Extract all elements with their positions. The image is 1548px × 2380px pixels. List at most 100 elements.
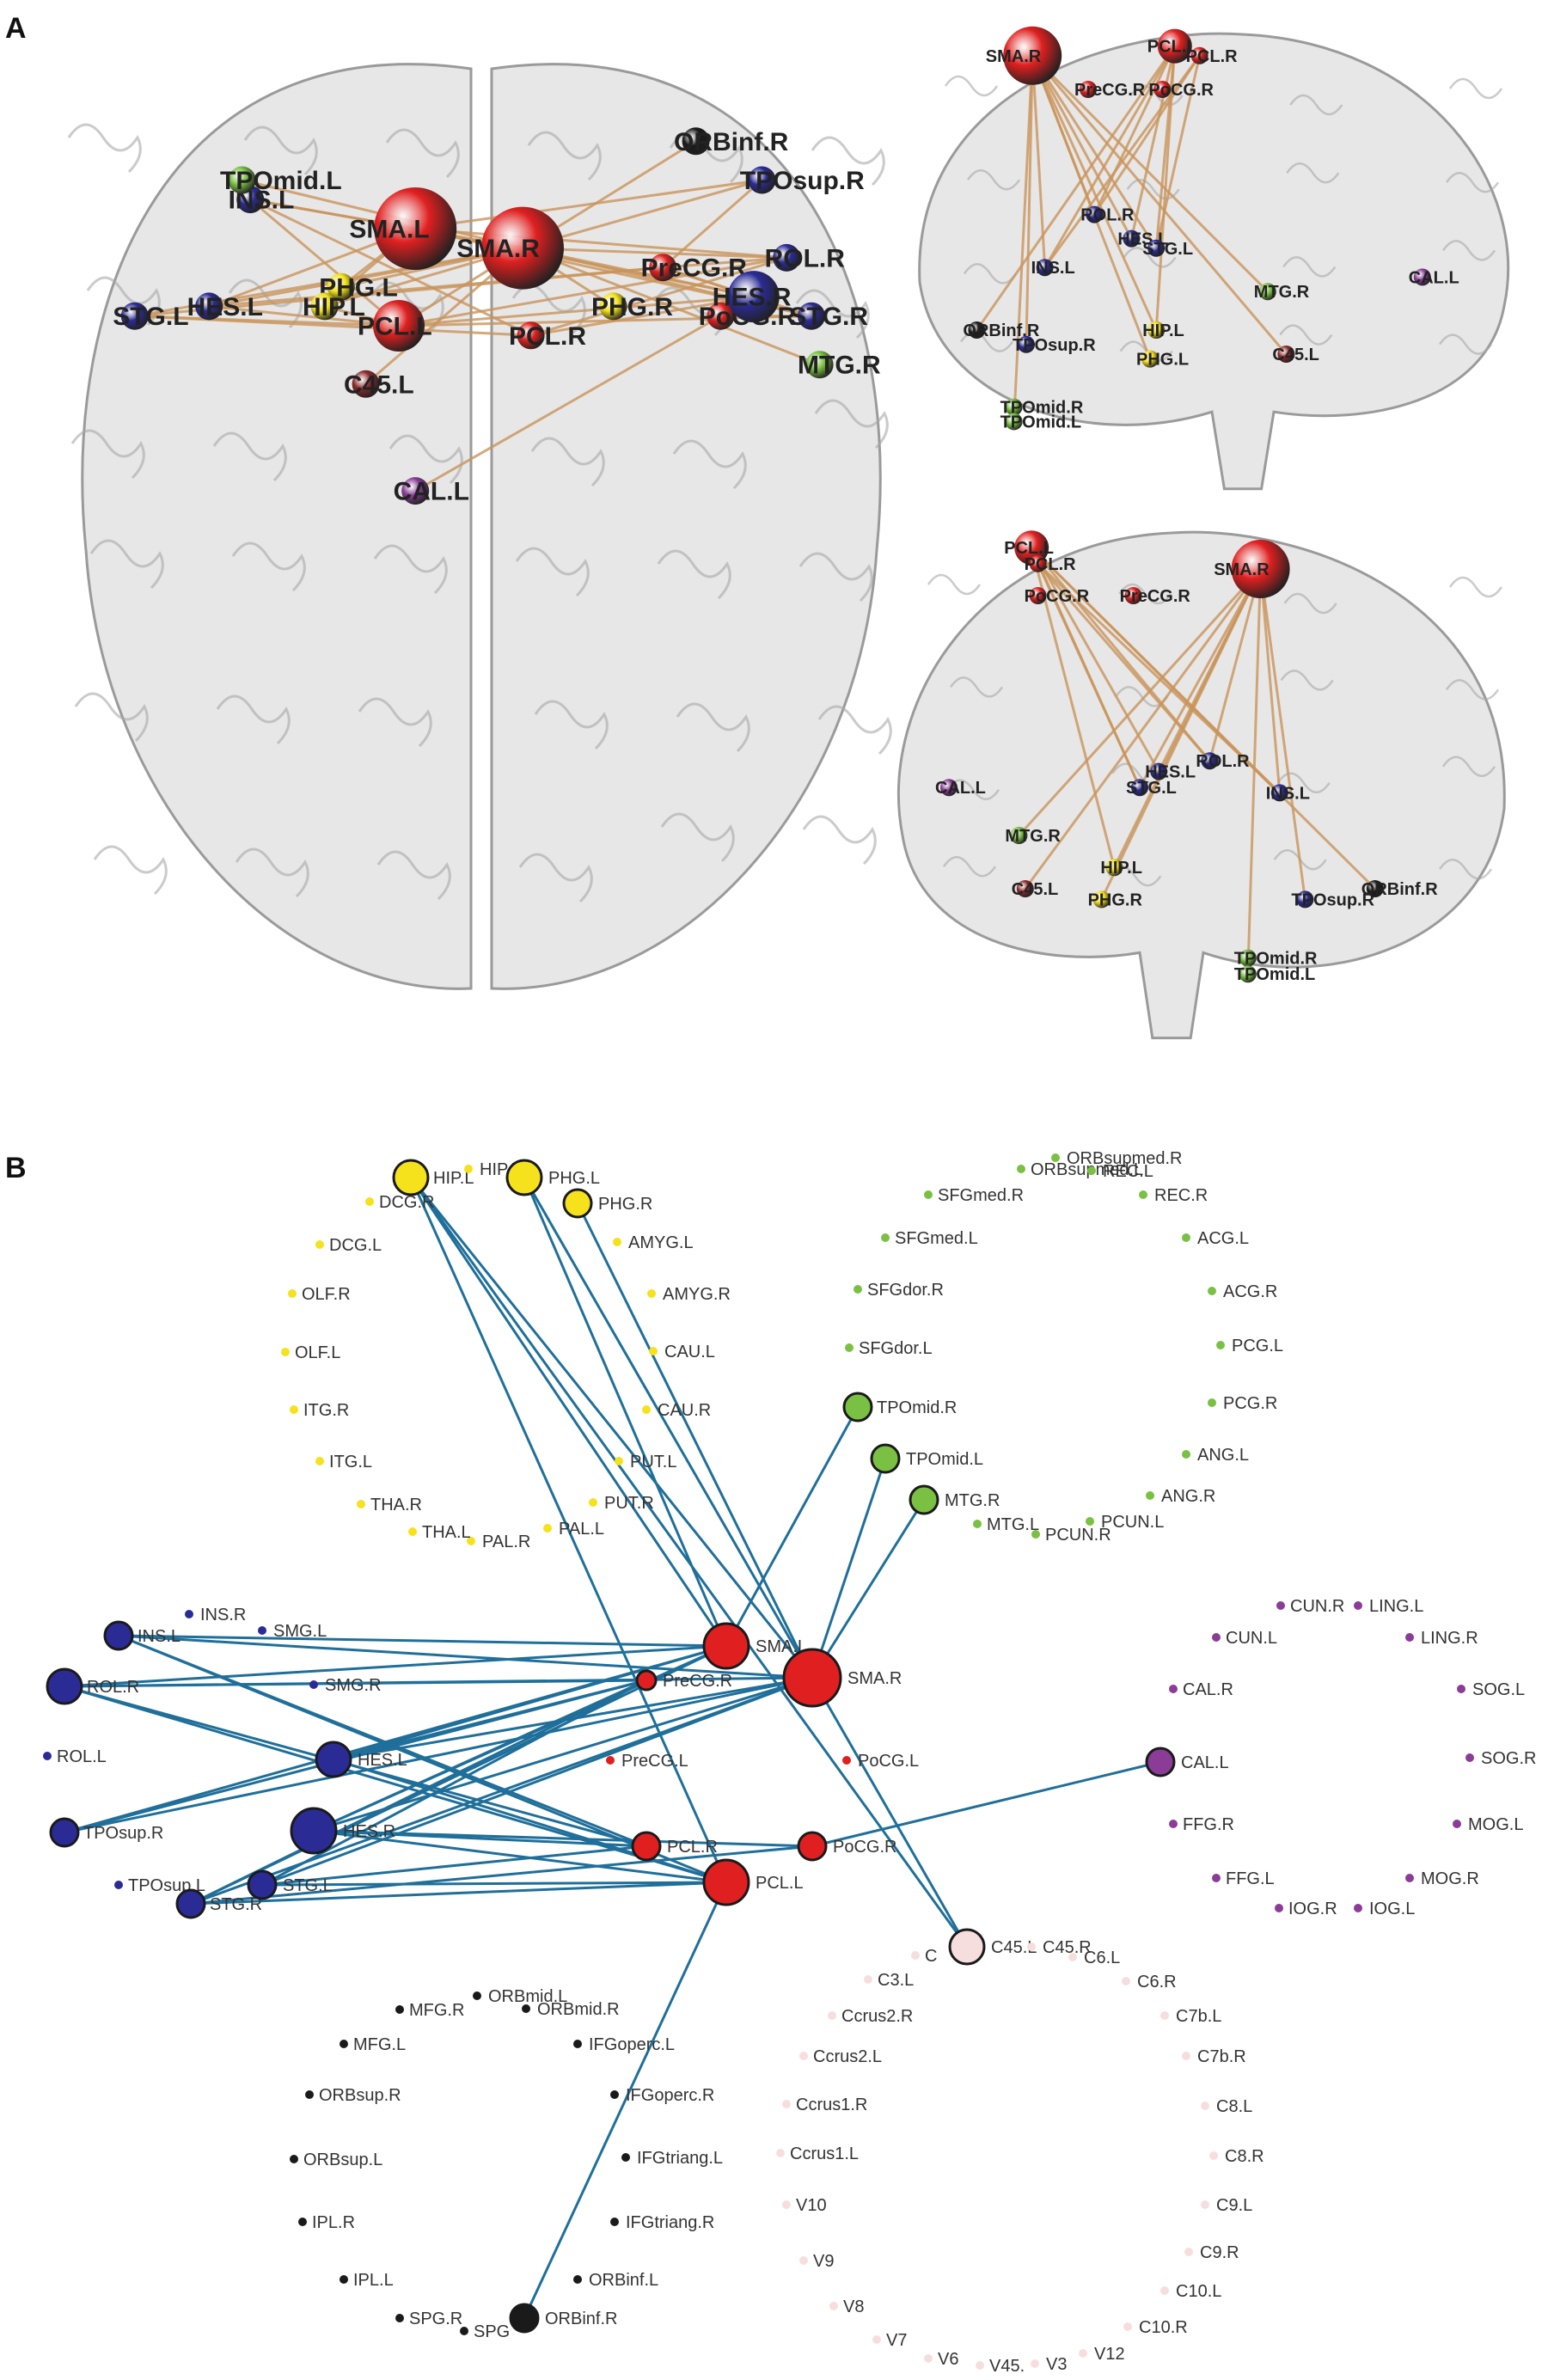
network-node-label: IOG.L	[1369, 1900, 1415, 1918]
network-node-label: C10.L	[1176, 2282, 1221, 2301]
network-node-ccrus2-r	[828, 2011, 836, 2020]
sulcus-line	[1286, 162, 1340, 184]
network-node-label: ROL.R	[87, 1678, 139, 1697]
sulcus-line	[1283, 592, 1337, 615]
network-node-label: STG.R	[210, 1895, 262, 1914]
sulcus-line	[657, 549, 731, 600]
network-node-label: PUT.R	[604, 1494, 654, 1513]
network-node-label: IPL.L	[353, 2271, 394, 2290]
brain-edge	[530, 256, 787, 337]
network-node-label: HES.R	[343, 1822, 395, 1841]
network-node-sma-l	[702, 1622, 750, 1670]
brain-node-label: PreCG.R	[1120, 587, 1191, 606]
network-node-orbsup-r	[305, 2090, 314, 2099]
network-node-label: C7b.L	[1176, 2007, 1221, 2026]
network-node-smg-l	[258, 1626, 266, 1635]
network-node-label: V10	[796, 2196, 827, 2215]
brain-node-label: PCL.L	[1147, 38, 1197, 57]
network-node-label: PCL.R	[667, 1838, 718, 1857]
brain-node-label: ROL.R	[1196, 752, 1250, 771]
network-node-put-r	[589, 1498, 597, 1507]
brain-node-label: PreCG.R	[1074, 81, 1146, 100]
network-node-label: CAU.R	[658, 1401, 711, 1420]
sulcus-line	[93, 845, 168, 896]
network-node-v12	[1079, 2349, 1087, 2358]
network-node-v10	[782, 2200, 791, 2209]
brain-node-tpomid-l	[1239, 965, 1257, 983]
sulcus-line	[1123, 247, 1177, 268]
sulcus-line	[385, 128, 460, 179]
brain-node-label: TPOmid.R	[1234, 950, 1318, 969]
network-node-ffg-r	[1169, 1820, 1178, 1828]
network-node-amyg-l	[613, 1238, 621, 1246]
brain-edge	[1031, 55, 1047, 268]
brain-edge	[976, 45, 1177, 331]
brain-node-label: HES.L	[187, 293, 263, 321]
network-edge	[811, 1499, 926, 1679]
brain-node-cal-l	[401, 477, 430, 505]
network-edge	[811, 1760, 1161, 1848]
sulcus-line	[530, 437, 605, 487]
network-node-orbmid-l	[473, 1991, 481, 2000]
brain-node-phg-r	[1092, 890, 1111, 909]
network-edge	[64, 1679, 647, 1688]
network-edge	[811, 1458, 887, 1679]
network-node-pcl-l	[702, 1858, 750, 1906]
brain-node-label: HIP.L	[303, 293, 365, 321]
network-node-label: PAL.R	[482, 1533, 530, 1551]
network-node-label: ANG.L	[1197, 1446, 1249, 1465]
brain-edge	[522, 247, 787, 260]
network-node-label: THA.L	[422, 1523, 471, 1542]
brain-node-mtg-r	[1258, 283, 1276, 301]
network-node-label: ORBsup.L	[303, 2151, 382, 2169]
network-node-label: FFG.R	[1183, 1815, 1234, 1834]
brain-edge	[1018, 567, 1262, 837]
network-node-cau-r	[642, 1405, 651, 1414]
network-node-sma-r	[782, 1648, 842, 1708]
network-node-olf-r	[288, 1289, 297, 1298]
brain-node-precg-r	[649, 254, 677, 282]
network-node-label: C6.R	[1137, 1973, 1177, 1991]
network-node-label: ORBmid.R	[537, 2000, 620, 2019]
brain-node-label: C45.L	[1272, 346, 1319, 364]
brain-node-label: PHG.R	[591, 293, 673, 321]
network-node-label: REC.L	[1103, 1162, 1153, 1181]
network-node-label: PoCG.L	[858, 1752, 919, 1771]
network-edge	[409, 1177, 814, 1679]
network-node-c7b-r	[1182, 2052, 1190, 2060]
network-node-label: CUN.L	[1226, 1629, 1277, 1648]
network-node-label: ORBsup.R	[319, 2086, 401, 2105]
brain-node-hes-l	[195, 292, 223, 321]
network-node-ffg-l	[1212, 1874, 1221, 1882]
network-node-v7	[872, 2335, 881, 2344]
network-node-label: ANG.R	[1161, 1487, 1215, 1506]
network-node-label: Ccrus1.L	[790, 2144, 859, 2163]
brain-edge	[1030, 547, 1116, 868]
network-node-label: IFGoperc.L	[589, 2035, 675, 2054]
network-edge	[261, 1845, 647, 1887]
brain-node-label: CAL.L	[935, 779, 986, 798]
brain-node-tpomid-l	[1005, 413, 1023, 431]
network-node-label: MOG.L	[1468, 1815, 1523, 1834]
network-node-label: PCUN.L	[1101, 1513, 1164, 1532]
network-node-label: C8.L	[1216, 2097, 1252, 2116]
network-node-stg-l	[247, 1869, 278, 1900]
network-node-sfgdor-r	[854, 1285, 862, 1294]
sulcus-line	[216, 694, 291, 745]
sulcus-line	[243, 125, 318, 176]
sulcus-line	[370, 281, 444, 332]
network-node-ifgoperc-l	[573, 2040, 582, 2048]
brain-node-label: C45.L	[344, 370, 414, 399]
network-edge	[409, 1177, 728, 1883]
network-node-tpomid-l	[870, 1443, 901, 1474]
network-node-label: TPOsup.R	[83, 1824, 163, 1843]
sulcus-line	[212, 431, 287, 482]
network-node-pal-r	[467, 1537, 475, 1545]
network-node-label: AMYG.L	[628, 1233, 694, 1252]
network-edge	[576, 1202, 814, 1679]
network-node-rol-l	[43, 1752, 52, 1760]
network-node-label: AMYG.R	[663, 1285, 731, 1304]
